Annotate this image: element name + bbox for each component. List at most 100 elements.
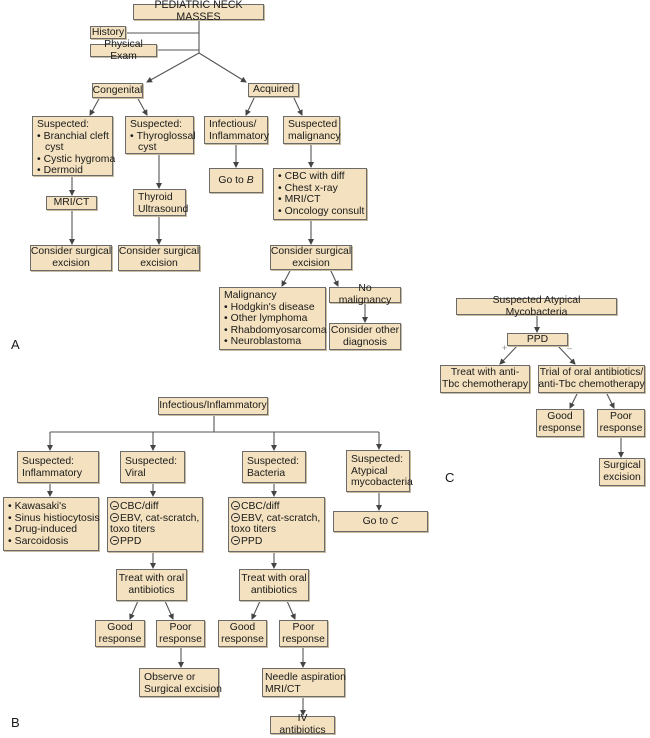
test-item: EBV, cat-scratch, — [241, 512, 321, 524]
node-line: Consider other — [330, 324, 400, 336]
list-item: Thyroglossal — [130, 131, 196, 143]
good-response-viral-node: Good response — [95, 620, 145, 647]
node-line: Suspected: — [247, 456, 299, 467]
node-line: Suspected: — [351, 454, 403, 465]
node-line: Poor — [169, 621, 192, 633]
node-line: Trial of oral antibiotics/ — [539, 367, 644, 379]
excision-left-node: Consider surgical excision — [30, 245, 112, 271]
negative-result-icon — [110, 512, 119, 522]
node-line: Suspected: — [22, 456, 74, 467]
arrow-to-poor-c — [605, 391, 615, 409]
list-item: Hodgkin's disease — [224, 302, 321, 314]
panel-label-b: B — [11, 715, 20, 730]
node-line: Surgical — [603, 460, 641, 472]
inflammatory-causes-node: Kawasaki's Sinus histiocytosis Drug-indu… — [3, 497, 100, 551]
suspected-atypical-mycobacteria-node: Suspected Atypical Mycobacteria — [456, 294, 617, 318]
node-line: Bacteria — [247, 467, 286, 479]
treat-oral-viral-node: Treat with oral antibiotics — [116, 569, 187, 601]
node-line: Treat with anti- — [450, 367, 520, 379]
arrow-to-poor-viral — [164, 600, 174, 620]
node-line: Consider surgical — [118, 246, 200, 258]
list-item: Sarcoidosis — [8, 536, 94, 548]
treat-anti-tbc-node: Treat with anti- Tbc chemotherapy — [440, 365, 530, 393]
goto-c-node: Go to C — [333, 511, 428, 532]
physical-exam-label: Physical Exam — [104, 38, 143, 62]
suspected-malignancy-node: Suspected malignancy — [283, 116, 341, 144]
arrow-to-malignancy-list — [281, 268, 292, 287]
node-line: Good — [547, 411, 573, 423]
arrow-to-branchial — [89, 96, 101, 116]
test-item: EBV, cat-scratch, — [120, 512, 200, 524]
node-label: Suspected Atypical Mycobacteria — [492, 294, 581, 318]
arrow-to-good-viral — [129, 600, 139, 620]
node-line: Suspected — [288, 119, 338, 130]
list-item: Dermoid — [37, 165, 108, 177]
list-item: MRI/CT — [278, 194, 362, 206]
suspected-viral-node: Suspected: Viral — [120, 451, 185, 483]
viral-tests-node: CBC/diff EBV, cat-scratch, toxo titers P… — [107, 497, 203, 552]
test-item-continuation: toxo titers — [110, 524, 156, 536]
list-item-continuation: cyst — [138, 142, 157, 154]
node-line: excision — [140, 258, 178, 269]
mri-ct-node: MRI/CT — [46, 196, 97, 210]
list-item: Neuroblastoma — [224, 336, 321, 348]
mri-ct-label: MRI/CT — [53, 197, 90, 209]
arrow-to-no-malignancy — [329, 268, 339, 287]
node-line: Good — [107, 621, 133, 633]
node-line: Infectious/ — [209, 119, 257, 130]
other-diagnosis-node: Consider other diagnosis — [329, 323, 401, 350]
node-line: Needle aspiration — [265, 672, 346, 683]
arrow-to-thyroglossal — [136, 96, 148, 116]
arrow-ppd-negative — [556, 344, 576, 365]
arrow-to-malignancy-suspected — [292, 95, 303, 116]
excision-right-node: Consider surgical excision — [270, 245, 352, 270]
negative-result-icon — [231, 501, 240, 510]
node-heading: Suspected: — [130, 119, 182, 130]
suspected-atypical-node: Suspected: Atypical mycobacteria — [346, 450, 413, 492]
root-node-pediatric-neck-masses: PEDIATRIC NECK MASSES — [133, 0, 264, 23]
node-line: diagnosis — [343, 336, 387, 348]
congenital-label: Congenital — [92, 84, 143, 96]
node-line: Treat with oral — [241, 573, 307, 585]
node-label: Infectious/Inflammatory — [159, 400, 267, 412]
panel-reference: B — [246, 174, 254, 186]
surgical-excision-c-node: Surgical excision — [599, 458, 645, 486]
node-line: antibiotics — [128, 585, 175, 596]
node-line: Viral — [125, 467, 146, 479]
infectious-inflammatory-top-node: Infectious/Inflammatory — [158, 397, 268, 415]
good-response-bacteria-node: Good response — [218, 620, 267, 647]
list-item: Drug-induced — [8, 524, 94, 536]
test-item: PPD — [120, 535, 142, 547]
trial-oral-antibiotics-node: Trial of oral antibiotics/ anti-Tbc chem… — [538, 365, 645, 393]
list-item: Other lymphoma — [224, 313, 321, 325]
node-line: Ultrasound — [138, 203, 189, 215]
ppd-positive-sign: + — [502, 343, 508, 353]
node-line: Suspected: — [125, 456, 177, 467]
root-title: PEDIATRIC NECK MASSES — [154, 0, 243, 23]
history-node: History — [90, 26, 126, 39]
node-line: Poor — [292, 621, 315, 633]
list-item: Oncology consult — [278, 206, 365, 218]
negative-result-icon — [110, 535, 119, 545]
physical-exam-node: Physical Exam — [90, 39, 157, 62]
bacteria-tests-node: CBC/diff EBV, cat-scratch, toxo titers P… — [228, 497, 325, 552]
needle-aspiration-node: Needle aspiration MRI/CT — [262, 668, 346, 697]
list-item: Kawasaki's — [8, 501, 94, 513]
malignancy-list-node: Malignancy Hodgkin's disease Other lymph… — [219, 287, 327, 350]
node-line: Poor — [610, 411, 632, 423]
node-heading: Suspected: — [37, 119, 89, 130]
panel-reference: C — [390, 515, 399, 527]
node-line: Consider surgical — [270, 245, 352, 257]
goto-b-node: Go to B — [209, 168, 263, 193]
node-line: Inflammatory — [22, 467, 83, 479]
arrow-to-congenital — [146, 52, 200, 83]
node-line: MRI/CT — [265, 683, 301, 695]
suspected-bacteria-node: Suspected: Bacteria — [242, 451, 306, 483]
test-item: CBC/diff — [120, 501, 159, 512]
negative-result-icon — [231, 512, 240, 522]
arrow-to-good-c — [569, 391, 579, 409]
congenital-node: Congenital — [92, 83, 143, 98]
history-label: History — [91, 26, 125, 38]
node-line: Consider surgical — [30, 246, 112, 258]
node-line: response — [282, 633, 325, 645]
